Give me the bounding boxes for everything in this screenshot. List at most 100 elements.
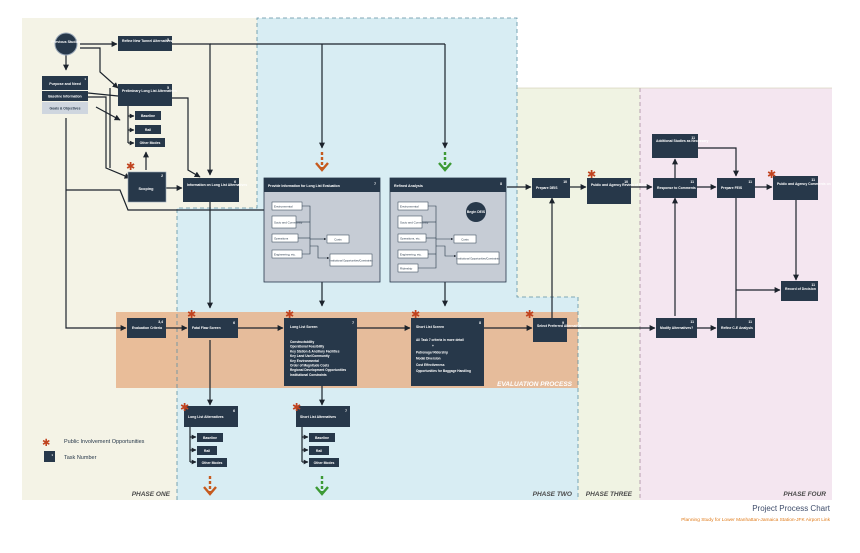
- node-sl-baseline[interactable]: Baseline: [309, 433, 335, 442]
- phase-two-border: [176, 17, 579, 500]
- legend-task-icon: [44, 451, 55, 462]
- node-long-list-alts[interactable]: Long List Alternatives 6: [184, 406, 238, 427]
- refined-socio-label: Socio and Community: [400, 221, 429, 225]
- legend: ✱ Public Involvement Opportunities 1 Tas…: [42, 438, 145, 462]
- orange-down-arrow-icon: [203, 476, 217, 496]
- node-long-list-screen[interactable]: Long List Screen 7 ConstructabilityOpera…: [284, 318, 357, 386]
- criteria-item: +: [432, 344, 434, 348]
- node-preliminary[interactable]: Preliminary Long List Alternatives 5: [118, 84, 177, 106]
- modify-alts-num: 11: [690, 320, 694, 324]
- node-refine-tunnel[interactable]: Refine New Tunnel Alternatives 5: [118, 36, 172, 51]
- node-select-preferred[interactable]: Select Preferred Alternative 9: [533, 318, 581, 342]
- chart-subtitle: Planning Study for Lower Manhattan-Jamai…: [681, 517, 830, 523]
- panel-refined-analysis[interactable]: Refined Analysis 8 Begin DEIS: [389, 177, 507, 283]
- refine-ce-label: Refine C-E Analysis: [721, 326, 753, 330]
- select-preferred-label: Select Preferred Alternative: [537, 324, 581, 328]
- node-scoping[interactable]: Scoping 2: [127, 171, 167, 203]
- criteria-item: All Task 7 criteria in more detail: [416, 338, 464, 342]
- node-record-decision[interactable]: Record of Decision 11: [781, 281, 818, 301]
- star-icon: ✱: [587, 168, 596, 181]
- info-long-list-label: Information on Long List Alternatives: [187, 183, 247, 187]
- node-short-list-alts[interactable]: Short List Alternatives 7: [296, 406, 350, 427]
- green-down-arrow-icon: [438, 152, 452, 172]
- node-eval-criteria[interactable]: Evaluation Criteria 3,4: [127, 318, 166, 338]
- long-list-screen-label: Long List Screen: [290, 325, 318, 329]
- star-icon: ✱: [285, 308, 294, 321]
- node-prelim-rail[interactable]: Rail: [135, 125, 161, 134]
- baseline-info-label: Baseline Information: [48, 95, 82, 99]
- short-list-screen-label: Short List Screen: [416, 325, 444, 329]
- node-prepare-deis[interactable]: Prepare DEIS 10: [532, 178, 570, 198]
- node-info-long-list[interactable]: Information on Long List Alternatives 6: [183, 178, 247, 202]
- refined-inst-label: Institutional Opportunities/Constraints: [456, 257, 500, 261]
- node-response-comments[interactable]: Response to Comments 11: [653, 178, 697, 198]
- node-prelim-baseline[interactable]: Baseline: [135, 111, 161, 120]
- provide-info-num: 7: [374, 182, 376, 186]
- phase-two-label: PHASE TWO: [533, 491, 572, 498]
- goals-label: Goals & Objectives: [50, 107, 81, 111]
- ll-rail-label: Rail: [204, 449, 210, 453]
- response-comments-label: Response to Comments: [657, 186, 696, 190]
- chart-title: Project Process Chart: [752, 504, 831, 513]
- prelim-rail-label: Rail: [145, 128, 151, 132]
- node-modify-alts[interactable]: Modify Alternatives? 11: [656, 318, 697, 338]
- short-list-criteria: All Task 7 criteria in more detail+Patro…: [416, 338, 471, 373]
- phase-four-label: PHASE FOUR: [783, 491, 826, 498]
- node-ll-rail[interactable]: Rail: [197, 446, 217, 455]
- criteria-item: Opportunities for Baggage Handling: [416, 369, 471, 373]
- prelim-other-label: Other Modes: [140, 141, 161, 145]
- dashed-arrows: [203, 152, 452, 496]
- node-public-review-deis[interactable]: Public and Agency Review of DEIS 10: [587, 178, 648, 204]
- node-prepare-feis[interactable]: Prepare FEIS 11: [717, 178, 755, 198]
- provide-eng-label: Engineering, etc.: [274, 253, 296, 257]
- node-previous-studies[interactable]: Previous Studies: [51, 32, 81, 56]
- node-ll-baseline[interactable]: Baseline: [197, 433, 223, 442]
- refine-ce-num: 11: [748, 320, 752, 324]
- refine-tunnel-label: Refine New Tunnel Alternatives: [122, 39, 172, 43]
- info-long-list-num: 6: [234, 180, 236, 184]
- node-refine-ce[interactable]: Refine C-E Analysis 11: [717, 318, 755, 338]
- panel-provide-info[interactable]: Provide Information for Long List Evalua…: [263, 177, 381, 283]
- preliminary-label: Preliminary Long List Alternatives: [122, 89, 177, 93]
- provide-env-label: Environmental: [274, 205, 293, 209]
- star-icon: ✱: [411, 308, 420, 321]
- legend-task-label: Task Number: [64, 455, 97, 461]
- prelim-baseline-label: Baseline: [141, 114, 155, 118]
- node-public-comments-feis[interactable]: Public and Agency Comments on FEIS 11: [773, 176, 840, 200]
- refined-ops-label: Operations, etc.: [400, 237, 421, 241]
- public-comments-feis-num: 11: [811, 178, 815, 182]
- refined-ridership-label: Ridership: [400, 267, 413, 271]
- prepare-deis-label: Prepare DEIS: [536, 186, 558, 190]
- node-goals[interactable]: Goals & Objectives: [42, 102, 88, 114]
- node-additional-studies[interactable]: Additional Studies as Necessary 11: [652, 134, 709, 158]
- node-sl-other[interactable]: Other Modes: [309, 458, 339, 467]
- ll-other-label: Other Modes: [202, 461, 223, 465]
- provide-inst-label: Institutional Opportunities/Constraints: [329, 259, 373, 263]
- node-prelim-other[interactable]: Other Modes: [135, 138, 165, 147]
- public-review-deis-num: 10: [624, 180, 628, 184]
- refined-analysis-num: 8: [500, 182, 502, 186]
- criteria-item: Constructability: [290, 340, 314, 344]
- modify-alts-label: Modify Alternatives?: [660, 326, 693, 330]
- long-list-alts-num: 6: [233, 409, 235, 413]
- green-down-arrow-icon: [315, 476, 329, 496]
- node-sl-rail[interactable]: Rail: [309, 446, 329, 455]
- phase-three-label: PHASE THREE: [586, 491, 633, 498]
- node-short-list-screen[interactable]: Short List Screen 8 All Task 7 criteria …: [411, 318, 484, 386]
- star-icon: ✱: [126, 160, 135, 173]
- star-icon: ✱: [187, 308, 196, 321]
- legend-star-icon: ✱: [42, 438, 50, 449]
- criteria-item: Key Station & Ancillary Facilities: [290, 349, 340, 353]
- provide-costs-label: Costs: [334, 238, 342, 242]
- node-baseline-info[interactable]: Baseline Information: [42, 91, 88, 101]
- scoping-num: 2: [161, 174, 163, 178]
- long-list-alts-label: Long List Alternatives: [188, 415, 224, 419]
- additional-studies-num: 11: [691, 136, 695, 140]
- node-fatal-flaw[interactable]: Fatal Flaw Screen 6: [188, 318, 238, 338]
- node-purpose-need[interactable]: Purpose and Need 1: [42, 76, 88, 90]
- public-comments-feis-label: Public and Agency Comments on FEIS: [777, 182, 840, 186]
- sl-other-label: Other Modes: [314, 461, 335, 465]
- node-ll-other[interactable]: Other Modes: [197, 458, 227, 467]
- criteria-item: Order of Magnitude Costs: [290, 364, 329, 368]
